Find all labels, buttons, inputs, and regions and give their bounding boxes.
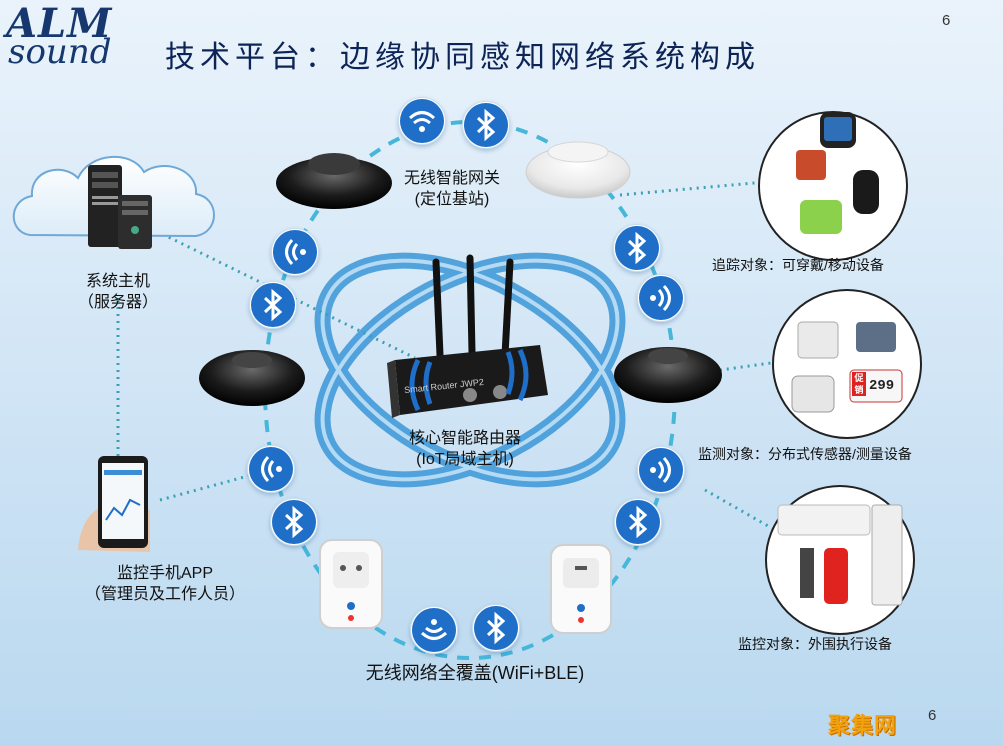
router-label-line2: (IoT局域主机) <box>416 451 514 468</box>
gateway-label: 无线智能网关 (定位基站) <box>380 168 524 210</box>
router-device <box>387 254 548 418</box>
server-label: 系统主机 （服务器） <box>58 271 178 313</box>
server-icon <box>88 165 152 249</box>
bluetooth-icon <box>270 498 318 546</box>
page-number-top: 6 <box>942 12 951 29</box>
tracking-target-label: 追踪对象：可穿戴/移动设备 <box>712 257 884 273</box>
smart-plug-left <box>319 539 383 629</box>
page-title: 技术平台：边缘协同感知网络系统构成 <box>165 40 760 75</box>
monitoring-target-label: 监测对象：分布式传感器/测量设备 <box>698 446 912 462</box>
server-label-line2: （服务器） <box>77 294 158 311</box>
logo-text-bottom: sound <box>8 32 112 72</box>
promo-tag: 促销 <box>852 372 866 396</box>
tracking-targets-circle <box>758 111 908 261</box>
monitoring-targets-circle <box>772 289 922 439</box>
smart-plug-right <box>550 544 612 634</box>
router-label: 核心智能路由器 (IoT局域主机) <box>390 428 540 470</box>
black-gateway-left <box>199 350 305 406</box>
bluetooth-icon <box>472 604 520 652</box>
gateway-label-line2: (定位基站) <box>414 191 490 208</box>
wifi-icon <box>637 446 685 494</box>
logo-text-top: ALM <box>6 0 113 47</box>
black-gateway-top-left <box>276 153 392 209</box>
phone-label: 监控手机APP （管理员及工作人员） <box>50 563 280 605</box>
bluetooth-icon <box>249 281 297 329</box>
server-label-line1: 系统主机 <box>85 273 150 290</box>
coverage-label: 无线网络全覆盖(WiFi+BLE) <box>365 663 585 683</box>
thermometer-reading: 299 <box>869 378 895 394</box>
router-label-line1: 核心智能路由器 <box>408 430 521 447</box>
wifi-icon <box>398 97 446 145</box>
bluetooth-icon <box>462 101 510 149</box>
phone-app-icon <box>78 456 150 552</box>
page-number-bottom: 6 <box>928 707 937 724</box>
black-gateway-right <box>614 347 722 403</box>
control-target-label: 监控对象：外围执行设备 <box>738 636 892 652</box>
phone-label-line2: （管理员及工作人员） <box>84 586 245 603</box>
bluetooth-icon <box>613 224 661 272</box>
wifi-icon <box>637 274 685 322</box>
wifi-icon <box>271 228 319 276</box>
watermark: 聚集网 <box>828 713 898 738</box>
wifi-icon <box>410 606 458 654</box>
gateway-label-line1: 无线智能网关 <box>403 170 500 187</box>
white-gateway-top <box>525 141 631 199</box>
control-targets-circle <box>765 485 915 635</box>
wifi-icon <box>247 445 295 493</box>
phone-label-line1: 监控手机APP <box>116 565 214 582</box>
bluetooth-icon <box>614 498 662 546</box>
